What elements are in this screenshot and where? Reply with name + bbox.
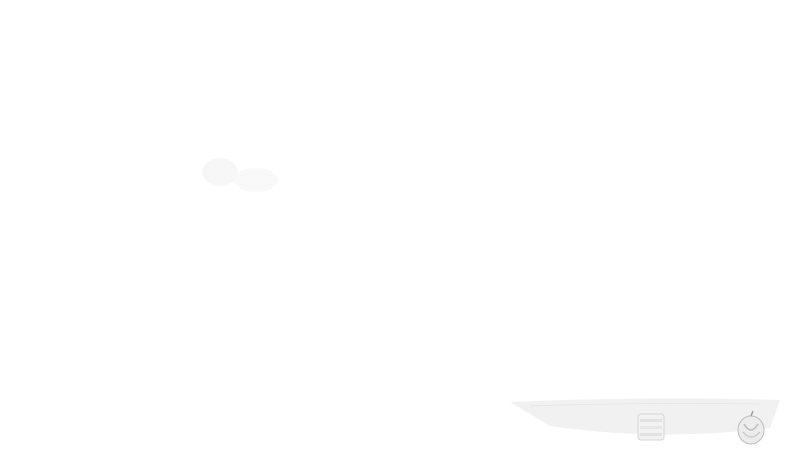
blurred-shape-icon <box>202 158 278 192</box>
glass-jar-icon <box>637 413 665 441</box>
round-fruit-icon <box>737 410 765 445</box>
